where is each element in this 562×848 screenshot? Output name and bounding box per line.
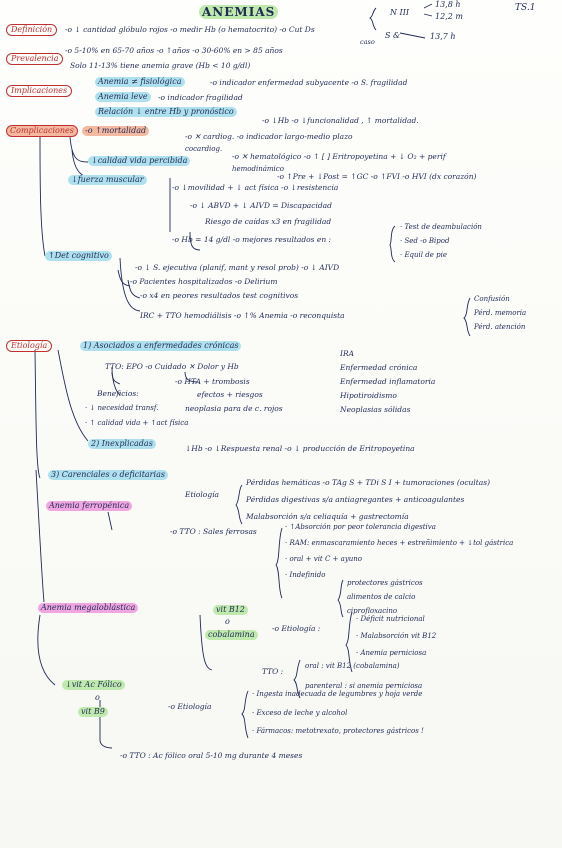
- folico-tto: -o TTO : Ac fólico oral 5-10 mg durante …: [120, 751, 303, 760]
- definicion-value-top: 13,8 h: [435, 0, 461, 9]
- b12-item-3: · Anemia perniciosa: [356, 649, 427, 657]
- etiologia-carenciales: 3) Carenciales o deficitarias: [48, 470, 168, 480]
- implicaciones-line2-rest: -o indicador fragilidad: [158, 93, 243, 102]
- test-item-2: · Sed -o Bipod: [400, 237, 450, 245]
- page-title: ANEMIAS: [199, 5, 279, 19]
- implicaciones-line1-rest: -o indicador enfermedad subyacente -o S.…: [210, 78, 408, 87]
- ferropenica-tto: -o TTO : Sales ferrosas: [170, 527, 257, 536]
- complicaciones-fuerza2: -o ↓ ABVD + ↓ AIVD = Discapacidad: [190, 201, 332, 210]
- asociados-item-5: Neoplasias sólidas: [340, 405, 411, 414]
- asociados-item-1: IRA: [340, 349, 355, 358]
- b12-item-2: · Malabsorción vit B12: [356, 632, 437, 640]
- complicaciones-cog3: -o x4 en peores resultados test cognitiv…: [140, 291, 299, 300]
- folico-label-3: vit B9: [78, 707, 108, 717]
- sales-item-2: · RAM: enmascaramiento heces + estreñimi…: [285, 539, 514, 547]
- complicaciones-card1: -o ✕ cardiog. -o indicador largo-medio p…: [185, 132, 353, 141]
- complicaciones-fuerza1: -o ↓movilidad + ↓ act física -o ↓resiste…: [172, 183, 339, 192]
- ferropenica-etiologia: Etiología: [185, 490, 219, 499]
- etiologia-tag: Etiología: [6, 340, 53, 352]
- indefinido-item-2: alimentos de calcio: [347, 593, 416, 601]
- folico-item-1: · Ingesta inadecuada de legumbres y hoja…: [252, 690, 423, 698]
- complicaciones-mortalidad: -o ↑mortalidad: [82, 126, 150, 136]
- page-number: TS.1: [515, 3, 536, 13]
- confusion-item-3: Pérd. atención: [474, 323, 526, 331]
- folico-etiologia: -o Etiología: [168, 702, 212, 711]
- b12-label-3: cobalamina: [205, 630, 258, 640]
- ferropenica-line2: Pérdidas digestivas s/a antiagregantes +…: [246, 495, 465, 504]
- complicaciones-fuerza3: Riesgo de caídas x3 en fragilidad: [205, 217, 332, 226]
- b12-label-2: o: [225, 617, 230, 626]
- complicaciones-tag: Complicaciones: [6, 125, 78, 137]
- complicaciones-cognitivo: ↑Det cognitivo: [45, 251, 112, 261]
- asociados-item-3: Enfermedad inflamatoria: [340, 377, 436, 386]
- confusion-item-1: Confusión: [474, 295, 510, 303]
- implicaciones-line1-highlight: Anemia ≠ fisiológica: [95, 77, 185, 87]
- sales-item-4: · Indefinido: [285, 571, 326, 579]
- complicaciones-cog4: IRC + TTO hemodiálisis -o ↑% Anemia -o r…: [140, 311, 345, 320]
- definicion-caso: caso: [360, 38, 375, 46]
- definicion-sx: S &: [385, 31, 401, 40]
- b12-tto-oral: oral : vit B12 (cobalamina): [305, 662, 400, 670]
- b12-label-1: vit B12: [213, 605, 248, 615]
- asociados-tto3: efectos + riesgos: [197, 390, 263, 399]
- test-item-1: · Test de deambulación: [400, 223, 482, 231]
- ferropenica-line1: Pérdidas hemáticas -o TAg S + TDi S I + …: [246, 478, 491, 487]
- folico-item-2: · Exceso de leche y alcohol: [252, 709, 348, 717]
- complicaciones-hema1: -o ✕ hematológico -o ↑ [ ] Eritropoyetin…: [232, 152, 446, 161]
- implicaciones-line3-highlight: Relación ↓ entre Hb y pronóstico: [95, 107, 237, 117]
- inexplicadas-text: ↓Hb -o ↓Respuesta renal -o ↓ producción …: [185, 444, 415, 453]
- asociados-tto2: -o HTA + trombosis: [175, 377, 250, 386]
- definicion-value-mid: 12,2 m: [435, 12, 463, 21]
- anemia-ferropenica: Anemia ferropénica: [46, 501, 133, 511]
- folico-item-3: · Fármacos: metotrexato, protectores gás…: [252, 727, 424, 735]
- b12-tto: TTO :: [262, 667, 284, 676]
- b12-item-1: · Déficit nutricional: [356, 615, 425, 623]
- confusion-item-2: Pérd. memoria: [474, 309, 527, 317]
- test-item-3: · Equil de pie: [400, 251, 447, 259]
- prevalencia-line2: Solo 11-13% tiene anemia grave (Hb < 10 …: [70, 61, 251, 70]
- beneficio-item-1: · ↓ necesidad transf.: [85, 404, 159, 412]
- indefinido-item-3: ciprofloxacino: [347, 607, 398, 615]
- prevalencia-line1: -o 5-10% en 65-70 años -o ↑años -o 30-60…: [65, 46, 283, 55]
- complicaciones-hema2: hemodinámico: [232, 165, 284, 173]
- definicion-value-bot: 13,7 h: [430, 32, 456, 41]
- complicaciones-fuerza: ↓fuerza muscular: [68, 175, 147, 185]
- asociados-beneficios: Beneficios:: [97, 389, 139, 398]
- complicaciones-fuerza4: -o Hb = 14 g/dl -o mejores resultados en…: [172, 235, 332, 244]
- etiologia-inexplicadas: 2) Inexplicadas: [88, 439, 156, 449]
- etiologia-asociados: 1) Asociados a enfermedades crónicas: [80, 341, 242, 351]
- sales-item-1: · ↑Absorción por peor tolerancia digesti…: [285, 523, 436, 531]
- b12-tto-parenteral: parenteral : si anemia perniciosa: [305, 682, 423, 690]
- asociados-tto: TTO: EPO -o Cuidado ✕ Dolor y Hb: [105, 362, 239, 371]
- beneficio-item-2: · ↑ calidad vida + ↑act física: [85, 419, 189, 427]
- definicion-tag: Definición: [6, 24, 58, 36]
- complicaciones-card2: cocardiog.: [185, 145, 223, 153]
- ferropenica-line3: Malabsorción s/a celiaquía + gastrectomí…: [246, 512, 409, 521]
- anemia-megaloblastica: Anemia megaloblástica: [38, 603, 139, 613]
- complicaciones-hemodinamico: -o ↑Pre + ↓Post = ↑GC -o ↑FVI -o HVI (dx…: [277, 172, 477, 181]
- definicion-text: -o ↓ cantidad glóbulo rojos -o medir Hb …: [65, 25, 315, 34]
- sales-item-3: · oral + vit C + ayuno: [285, 555, 362, 563]
- asociados-item-2: Enfermedad crónica: [340, 363, 418, 372]
- b12-etiologia: -o Etiología :: [272, 624, 321, 633]
- prevalencia-tag: Prevalencia: [6, 53, 64, 65]
- asociados-beneficios2: neoplasia para de c. rojos: [185, 404, 283, 413]
- complicaciones-calidad: ↓calidad vida percibida: [88, 156, 191, 166]
- complicaciones-cog1: -o ↓ S. ejecutiva (planif, mant y resol …: [135, 263, 340, 272]
- implicaciones-tag: Implicaciones: [6, 85, 73, 97]
- implicaciones-line2-highlight: Anemia leve: [95, 92, 151, 102]
- definicion-n3: N III: [390, 8, 410, 17]
- complicaciones-cog2: -o Pacientes hospitalizados -o Delirium: [130, 277, 278, 286]
- indefinido-item-1: protectores gástricos: [347, 579, 423, 587]
- folico-label-2: o: [95, 693, 100, 702]
- implicaciones-line3-rest: -o ↓Hb -o ↓funcionalidad , ↑ mortalidad.: [262, 116, 419, 125]
- folico-label-1: ↓vit Ac Fólico: [62, 680, 125, 690]
- asociados-item-4: Hipotiroidismo: [340, 391, 397, 400]
